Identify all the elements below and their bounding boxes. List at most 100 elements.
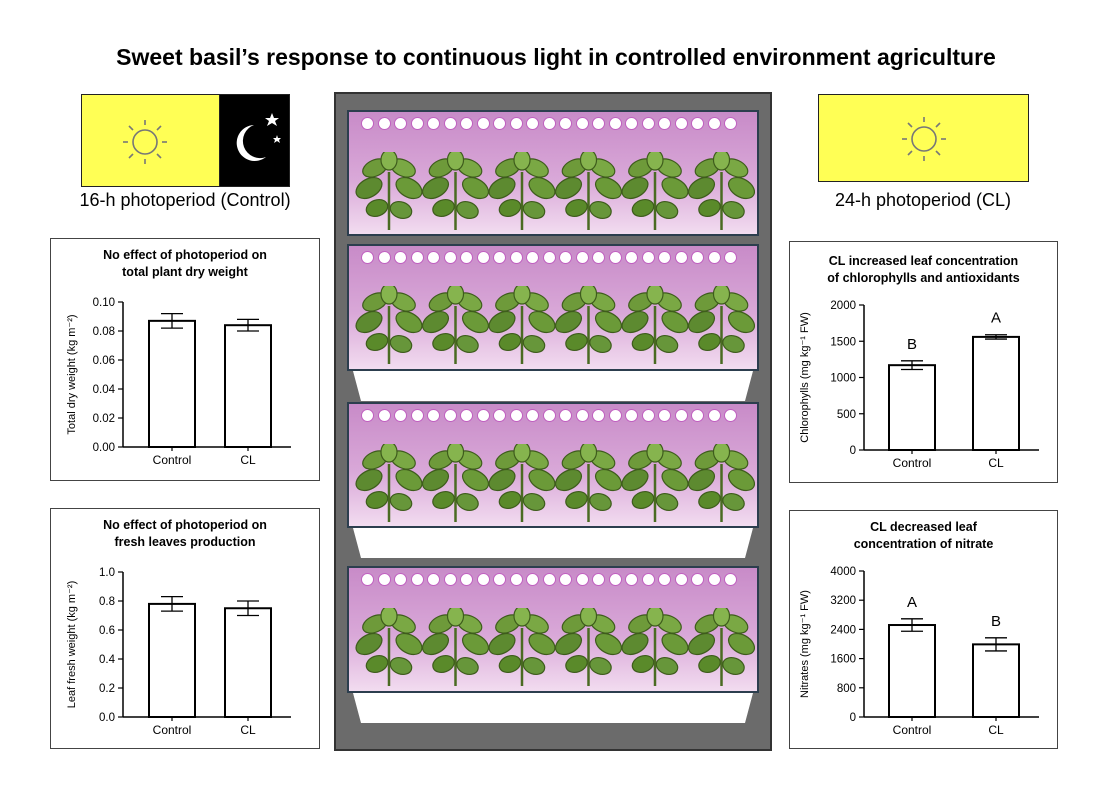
- basil-plant-icon: [621, 283, 689, 364]
- basil-row: [355, 605, 756, 688]
- led-light-icon: [559, 573, 572, 586]
- basil-plant-icon: [355, 283, 423, 364]
- led-light-icon: [509, 117, 523, 130]
- y-tick-label: 0.0: [99, 712, 115, 724]
- bar: [972, 335, 1020, 451]
- led-light-icon: [658, 251, 671, 264]
- led-light-icon: [361, 573, 374, 586]
- led-light-icon: [641, 573, 655, 586]
- basil-plant-icon: [687, 441, 756, 522]
- led-light-icon: [724, 117, 737, 130]
- led-light-icon: [641, 251, 655, 264]
- sun-icon: [123, 120, 167, 164]
- led-light-icon: [691, 251, 704, 264]
- led-light-icon: [460, 251, 473, 264]
- led-light-icon: [509, 251, 523, 264]
- led-light-icon: [608, 409, 622, 422]
- y-tick-label: 0: [850, 712, 856, 724]
- dark-period-box: [219, 94, 290, 187]
- led-light-icon: [724, 573, 737, 586]
- led-light-icon: [658, 409, 671, 422]
- x-tick-label: Control: [153, 453, 192, 467]
- led-light-icon: [658, 117, 671, 130]
- led-light-icon: [410, 409, 424, 422]
- y-tick-label: 1500: [830, 336, 856, 348]
- basil-plant-icon: [621, 605, 689, 686]
- significance-letter: A: [991, 310, 1001, 327]
- led-light-icon: [427, 251, 440, 264]
- bar: [972, 643, 1020, 719]
- significance-letter: A: [907, 594, 917, 611]
- led-strip: [361, 573, 737, 587]
- led-light-icon: [493, 573, 506, 586]
- continuous-light-box: [818, 94, 1029, 182]
- y-tick-label: 4000: [830, 566, 856, 578]
- led-light-icon: [410, 573, 424, 586]
- basil-plant-icon: [554, 441, 623, 522]
- basil-row: [355, 283, 756, 366]
- led-light-icon: [509, 409, 523, 422]
- y-axis-label: Chlorophylls (mg kg⁻¹ FW): [799, 312, 811, 443]
- led-light-icon: [542, 251, 556, 264]
- basil-plant-icon: [687, 283, 756, 364]
- y-tick-label: 0.2: [99, 683, 115, 695]
- led-light-icon: [476, 409, 490, 422]
- led-light-icon: [394, 251, 407, 264]
- y-axis-label: Nitrates (mg kg⁻¹ FW): [799, 590, 811, 698]
- led-light-icon: [361, 251, 374, 264]
- led-light-icon: [707, 251, 721, 264]
- led-light-icon: [542, 117, 556, 130]
- led-light-icon: [559, 251, 572, 264]
- y-tick-label: 0.06: [93, 355, 115, 367]
- bar: [888, 624, 936, 718]
- led-light-icon: [460, 573, 473, 586]
- basil-row: [355, 149, 756, 232]
- shelf-tray: [353, 693, 753, 723]
- led-light-icon: [592, 117, 605, 130]
- led-light-icon: [625, 573, 638, 586]
- light-period-box: [81, 94, 220, 187]
- basil-plant-icon: [421, 605, 490, 686]
- led-light-icon: [691, 573, 704, 586]
- basil-plant-icon: [687, 149, 756, 230]
- led-light-icon: [559, 409, 572, 422]
- basil-plant-icon: [687, 605, 756, 686]
- led-light-icon: [427, 409, 440, 422]
- left-caption: 16-h photoperiod (Control): [79, 190, 291, 210]
- led-light-icon: [608, 251, 622, 264]
- led-light-icon: [707, 409, 721, 422]
- led-light-icon: [394, 117, 407, 130]
- basil-plant-icon: [421, 283, 490, 364]
- y-tick-label: 0.6: [99, 625, 115, 637]
- led-light-icon: [641, 409, 655, 422]
- basil-plant-icon: [621, 441, 689, 522]
- led-light-icon: [575, 251, 589, 264]
- x-tick-label: CL: [240, 453, 256, 467]
- led-light-icon: [443, 409, 457, 422]
- led-light-icon: [526, 117, 539, 130]
- led-strip: [361, 117, 737, 131]
- led-light-icon: [559, 117, 572, 130]
- led-light-icon: [625, 251, 638, 264]
- led-light-icon: [542, 573, 556, 586]
- basil-plant-icon: [488, 149, 556, 230]
- led-light-icon: [443, 573, 457, 586]
- led-light-icon: [509, 573, 523, 586]
- basil-plant-icon: [488, 441, 556, 522]
- basil-plant-icon: [355, 149, 423, 230]
- basil-plant-icon: [355, 605, 423, 686]
- basil-plant-icon: [488, 283, 556, 364]
- led-light-icon: [493, 409, 506, 422]
- y-tick-label: 2000: [830, 300, 856, 312]
- y-tick-label: 2400: [830, 624, 856, 636]
- grow-chamber: [347, 110, 759, 236]
- y-tick-label: 0.8: [99, 596, 115, 608]
- bar: [148, 602, 196, 718]
- y-tick-label: 0.08: [93, 326, 115, 338]
- grow-chamber: [347, 244, 759, 371]
- y-tick-label: 0.02: [93, 413, 115, 425]
